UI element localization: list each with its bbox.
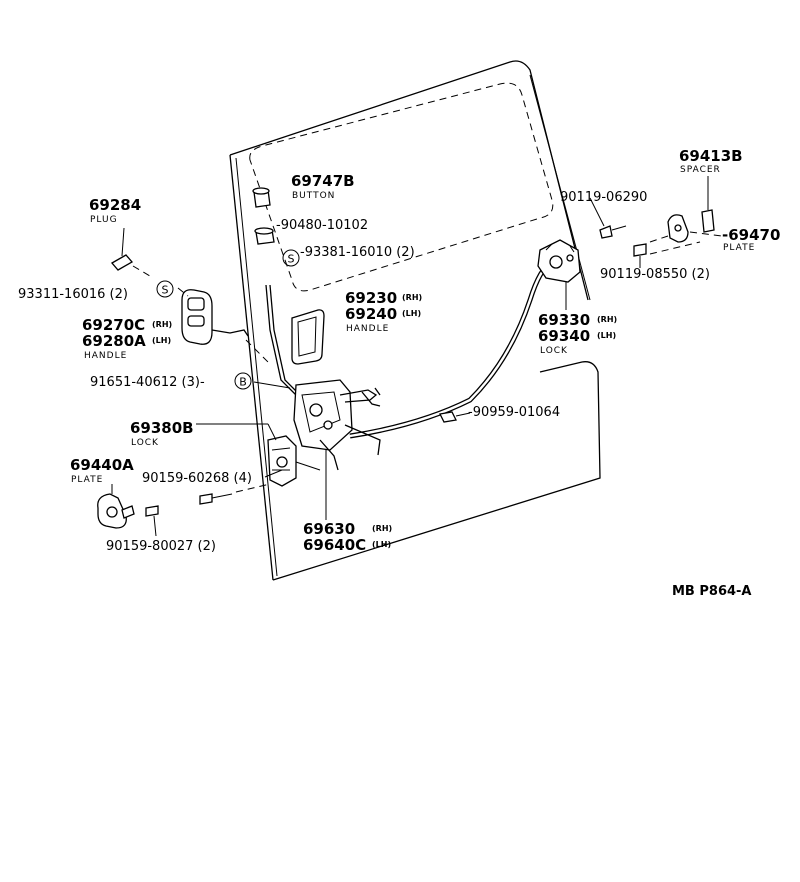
screw-90119-08550 bbox=[633, 243, 647, 268]
symbol-s-text: S bbox=[162, 284, 169, 297]
tag-rh: (RH) bbox=[402, 293, 422, 302]
reference-code: MB P864-A bbox=[672, 584, 752, 599]
caption-lock-right: LOCK bbox=[540, 346, 568, 356]
label-90159-80027: 90159-80027 (2) bbox=[106, 539, 216, 554]
button-part bbox=[252, 187, 271, 208]
label-90119-08550: 90119-08550 (2) bbox=[600, 267, 710, 282]
caption-handle-outside: HANDLE bbox=[346, 324, 389, 334]
spacer-part bbox=[701, 176, 715, 233]
label-91651: 91651-40612 (3)- bbox=[90, 375, 205, 390]
striker-plate-part bbox=[97, 484, 135, 529]
tag-rh: (RH) bbox=[152, 320, 172, 329]
outside-handle-part bbox=[291, 309, 325, 365]
caption-plate-left: PLATE bbox=[71, 475, 103, 485]
plug-part bbox=[110, 227, 151, 277]
label-69330: 69330 bbox=[538, 311, 590, 329]
label-69340: 69340 bbox=[538, 327, 590, 345]
central-lock-assembly bbox=[293, 379, 381, 520]
label-69413b: 69413B bbox=[679, 147, 743, 165]
symbol-s-right: S bbox=[282, 249, 300, 267]
screw-90159-80027 bbox=[145, 505, 159, 537]
lock-plate-part bbox=[649, 214, 723, 255]
label-69640c: 69640C bbox=[303, 536, 366, 554]
door-lock-part bbox=[267, 435, 321, 487]
label-69747b: 69747B bbox=[291, 172, 355, 190]
label-69240: 69240 bbox=[345, 305, 397, 323]
label-90159-60268: 90159-60268 (4) bbox=[142, 471, 252, 486]
grommet-part bbox=[254, 227, 275, 245]
label-69380b: 69380B bbox=[130, 419, 194, 437]
label-69470: -69470 bbox=[722, 226, 780, 244]
label-90119-06290: 90119-06290 bbox=[560, 190, 647, 205]
tag-lh: (LH) bbox=[597, 331, 616, 340]
label-69270c: 69270C bbox=[82, 316, 145, 334]
caption-plate-right: PLATE bbox=[723, 243, 755, 253]
label-93381: -93381-16010 (2) bbox=[300, 245, 415, 260]
tag-lh: (LH) bbox=[402, 309, 421, 318]
tag-rh: (RH) bbox=[372, 524, 392, 533]
caption-plug: PLUG bbox=[90, 215, 118, 225]
caption-spacer: SPACER bbox=[680, 165, 721, 175]
inside-handle-part bbox=[181, 289, 269, 363]
caption-button: BUTTON bbox=[292, 191, 335, 201]
screw-90119-06290 bbox=[599, 225, 627, 239]
label-69280a: 69280A bbox=[82, 332, 146, 350]
label-69630: 69630 bbox=[303, 520, 355, 538]
tag-rh: (RH) bbox=[597, 315, 617, 324]
label-90959: -90959-01064 bbox=[468, 405, 560, 420]
tag-lh: (LH) bbox=[152, 336, 171, 345]
rear-lock-part bbox=[537, 239, 581, 310]
symbol-s-text: S bbox=[288, 253, 295, 266]
symbol-b: B bbox=[234, 372, 252, 390]
symbol-b-text: B bbox=[239, 376, 247, 389]
label-69440a: 69440A bbox=[70, 456, 134, 474]
caption-handle-inside: HANDLE bbox=[84, 351, 127, 361]
label-69230: 69230 bbox=[345, 289, 397, 307]
screw-90959 bbox=[439, 411, 471, 423]
label-69284: 69284 bbox=[89, 196, 141, 214]
leader-lines bbox=[177, 197, 605, 478]
screw-90159-60268 bbox=[199, 483, 271, 505]
tag-lh: (LH) bbox=[372, 540, 391, 549]
label-93311: 93311-16016 (2) bbox=[18, 287, 128, 302]
symbol-s-left: S bbox=[156, 280, 174, 298]
door-panel-outline bbox=[229, 60, 601, 581]
caption-lock-left: LOCK bbox=[131, 438, 159, 448]
remote-cable bbox=[349, 259, 554, 439]
label-90480: -90480-10102 bbox=[276, 218, 368, 233]
